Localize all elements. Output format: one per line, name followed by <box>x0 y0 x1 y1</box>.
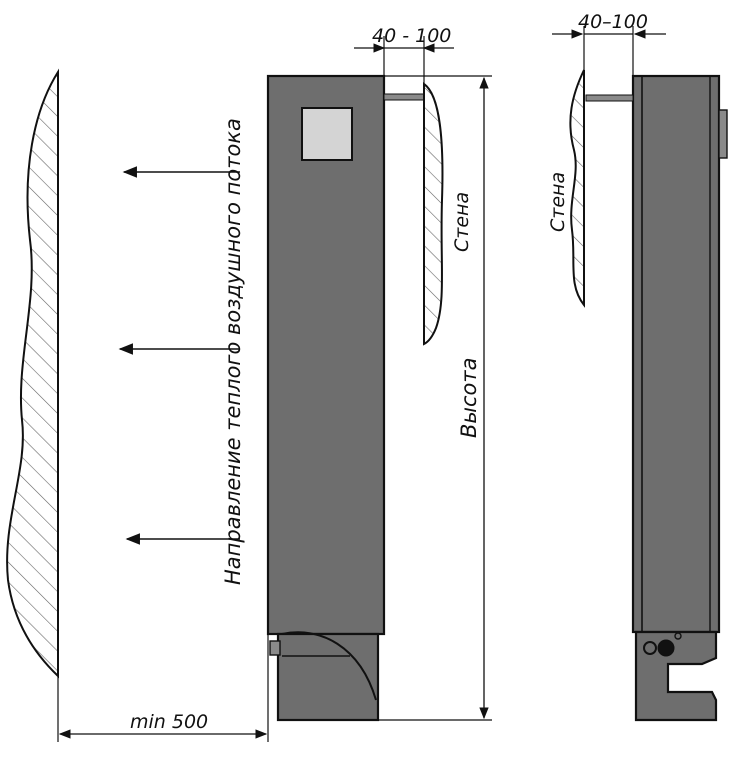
height-dimension <box>378 75 492 721</box>
wall-bracket <box>383 93 425 101</box>
wall-side-label: Стена <box>547 172 569 232</box>
min-distance-label: min 500 <box>130 711 208 733</box>
gap-dimension-side <box>552 26 666 76</box>
airflow-direction-label: Направление теплого воздушного потока <box>221 118 245 585</box>
wall-front-section <box>423 82 444 346</box>
min-distance-dimension <box>57 634 269 742</box>
control-panel <box>301 107 353 161</box>
height-label: Высота <box>457 358 481 438</box>
gap-dimension-front-label: 40 - 100 <box>372 25 451 47</box>
gap-dimension-side-label: 40–100 <box>578 11 648 33</box>
convector-side-view <box>585 74 728 722</box>
wall-bracket-side <box>585 94 634 102</box>
convector-body <box>266 74 386 636</box>
convector-base <box>269 631 380 722</box>
opposite-wall-section <box>6 68 59 679</box>
airflow-arrows <box>118 166 240 545</box>
wall-side-section <box>569 69 585 308</box>
gap-dimension-front <box>354 36 454 86</box>
wall-front-label: Стена <box>451 192 473 252</box>
convector-side-base <box>634 630 718 722</box>
convector-front-view <box>266 74 425 722</box>
convector-side-body <box>631 74 721 634</box>
